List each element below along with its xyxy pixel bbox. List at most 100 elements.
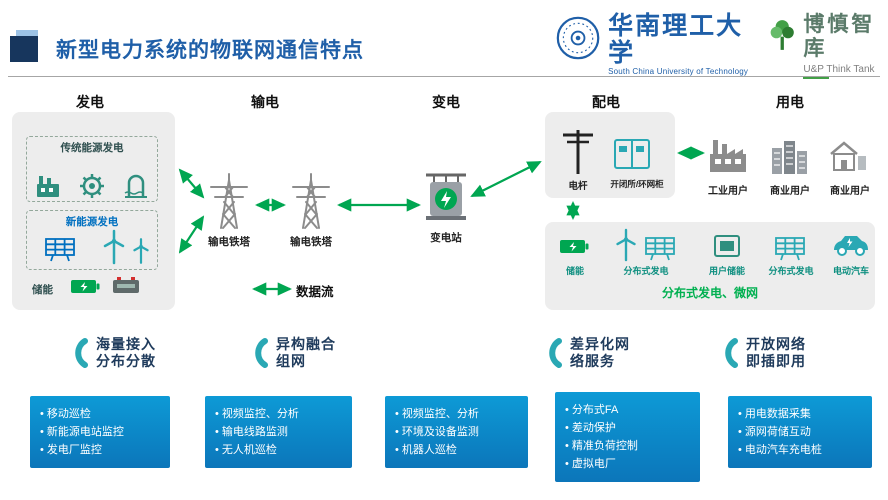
arc-icon — [549, 338, 562, 368]
commercial-buildings-icon — [772, 141, 807, 174]
feature-title-line: 分布分散 — [96, 353, 156, 369]
factory-icon — [37, 176, 59, 197]
generation-panel: 传统能源发电 — [12, 112, 175, 310]
header-accent-dark — [10, 36, 38, 62]
stage-consumption-label: 用电 — [776, 94, 804, 110]
header-accent-light — [16, 30, 38, 38]
distribution-panel: 电杆 开闭所/环网柜 — [545, 112, 675, 198]
feature-title-differentiated-service: 差异化网 络服务 — [540, 336, 630, 370]
feature-item: 输电线路监测 — [215, 423, 342, 441]
ring-main-cabinet-icon — [614, 139, 650, 169]
traditional-generation-group: 传统能源发电 — [26, 136, 158, 202]
microgrid-storage-label: 储能 — [565, 266, 584, 276]
traditional-generation-label: 传统能源发电 — [60, 142, 124, 154]
stage-transmission-label: 输电 — [251, 94, 279, 110]
feature-item: 新能源电站监控 — [40, 423, 160, 441]
feature-item: 环境及设备监测 — [395, 423, 518, 441]
feature-title-line: 开放网络 — [746, 336, 806, 352]
thinktank-accent-bar — [803, 77, 830, 79]
transmission-tower-icon — [210, 173, 248, 229]
feature-item: 无人机巡检 — [215, 441, 342, 459]
arc-icon — [255, 338, 268, 368]
tower1-label: 输电铁塔 — [208, 236, 250, 248]
feature-box-substation: 视频监控、分析 环境及设备监测 机器人巡检 — [385, 396, 528, 468]
feature-item: 源网荷储互动 — [738, 423, 862, 441]
microgrid-ev-label: 电动汽车 — [832, 266, 869, 276]
feature-title-line: 海量接入 — [96, 336, 156, 352]
feature-item: 分布式FA — [565, 401, 690, 419]
feature-title-plug-and-play: 开放网络 即插即用 — [716, 336, 806, 370]
wind-turbine-icon — [616, 228, 636, 262]
cabinet-label: 开闭所/环网柜 — [610, 179, 664, 189]
commercial-user-label: 商业用户 — [770, 186, 810, 197]
scut-name-en: South China University of Technology — [608, 67, 749, 76]
wind-turbine-icon — [103, 229, 125, 265]
feature-title-line: 组网 — [276, 353, 306, 369]
feature-item: 移动巡检 — [40, 405, 160, 423]
page-title: 新型电力系统的物联网通信特点 — [56, 39, 364, 62]
feature-title-line: 络服务 — [570, 353, 615, 369]
microgrid-dg2-label: 分布式发电 — [768, 266, 814, 276]
utility-pole-icon — [563, 130, 593, 174]
logo-area: 华南理工大学 South China University of Technol… — [556, 13, 888, 79]
tree-icon — [770, 20, 794, 50]
wind-turbine-icon — [133, 238, 149, 264]
feature-box-consumption: 用电数据采集 源网荷储互动 电动汽车充电桩 — [728, 396, 872, 468]
stage-generation-label: 发电 — [76, 94, 104, 110]
battery-icon — [71, 280, 100, 293]
industrial-user-label: 工业用户 — [708, 186, 748, 197]
feature-item: 精准负荷控制 — [565, 437, 690, 455]
solar-panel-icon — [645, 237, 675, 261]
feature-item: 视频监控、分析 — [215, 405, 342, 423]
feature-item: 用电数据采集 — [738, 405, 862, 423]
scut-emblem-icon — [556, 16, 600, 60]
residential-house-icon — [830, 141, 866, 171]
renewable-generation-label: 新能源发电 — [65, 216, 119, 228]
battery-icon — [560, 240, 589, 253]
generation-storage-label: 储能 — [32, 284, 53, 296]
microgrid-dg1-label: 分布式发电 — [623, 266, 669, 276]
user-storage-icon — [714, 235, 740, 257]
hydro-dam-icon — [124, 174, 147, 198]
feature-title-line: 差异化网 — [570, 336, 630, 352]
feature-item: 虚拟电厂 — [565, 455, 690, 473]
microgrid-panel: 储能 分布式发电 用户储能 — [545, 222, 875, 310]
feature-title-line: 异构融合 — [276, 336, 336, 352]
feature-item: 差动保护 — [565, 419, 690, 437]
substation-label: 变电站 — [430, 232, 462, 244]
feature-item: 机器人巡检 — [395, 441, 518, 459]
feature-box-distribution: 分布式FA 差动保护 精准负荷控制 虚拟电厂 — [555, 392, 700, 482]
microgrid-user-storage-label: 用户储能 — [708, 266, 745, 276]
feature-item: 视频监控、分析 — [395, 405, 518, 423]
scut-name-cn: 华南理工大学 — [608, 13, 744, 67]
microgrid-caption: 分布式发电、微网 — [661, 286, 758, 300]
commercial-user-label: 商业用户 — [830, 186, 870, 197]
feature-box-generation: 移动巡检 新能源电站监控 发电厂监控 — [30, 396, 170, 468]
thinktank-name-en: U&P Think Tank — [803, 64, 875, 75]
pole-label: 电杆 — [568, 181, 588, 192]
arc-icon — [725, 338, 738, 368]
substation-transformer-icon — [426, 173, 466, 220]
battery-icon — [113, 277, 139, 293]
feature-box-transmission: 视频监控、分析 输电线路监测 无人机巡检 — [205, 396, 352, 468]
industrial-user-icon — [710, 140, 746, 172]
feature-title-line: 即插即用 — [746, 353, 806, 369]
feature-title-heterogeneous-network: 异构融合 组网 — [246, 336, 336, 370]
tower2-label: 输电铁塔 — [290, 236, 332, 248]
renewable-generation-group: 新能源发电 — [26, 210, 158, 270]
stage-distribution-label: 配电 — [592, 94, 620, 110]
dataflow-label: 数据流 — [296, 285, 334, 299]
transmission-tower-icon — [292, 173, 330, 229]
scut-name-block: 华南理工大学 South China University of Technol… — [608, 13, 751, 76]
solar-panel-icon — [45, 238, 75, 262]
thinktank-name-block: 博慎智库 U&P Think Tank — [803, 13, 888, 79]
arc-icon — [75, 338, 88, 368]
header-divider — [8, 76, 880, 77]
generator-turbine-icon — [80, 174, 104, 198]
electric-vehicle-icon — [834, 236, 868, 256]
stage-substation-label: 变电 — [432, 94, 460, 110]
feature-item: 电动汽车充电桩 — [738, 441, 862, 459]
feature-title-mass-access: 海量接入 分布分散 — [66, 336, 156, 370]
solar-panel-icon — [775, 237, 805, 261]
